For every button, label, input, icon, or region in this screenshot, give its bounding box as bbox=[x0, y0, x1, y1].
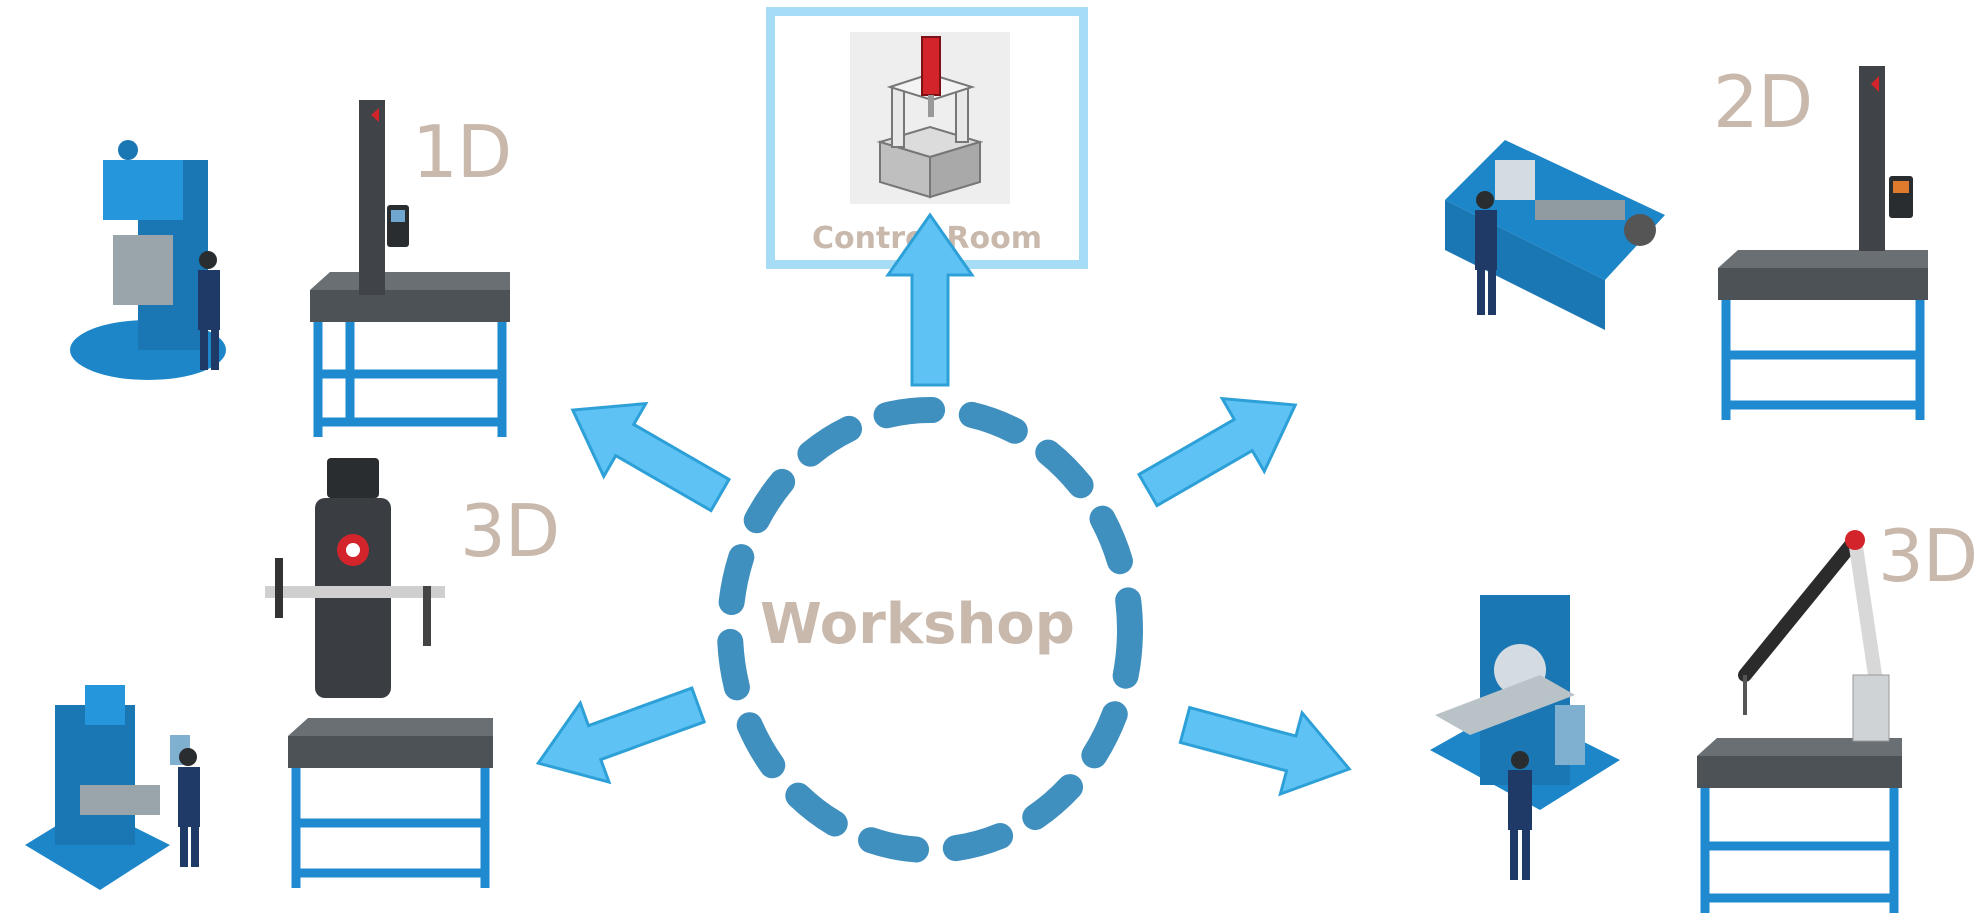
lathe-machine-icon bbox=[1445, 140, 1665, 330]
label-3d-right: 3D bbox=[1878, 514, 1978, 598]
milling-machine-icon bbox=[25, 685, 200, 890]
height-gauge-icon bbox=[359, 100, 409, 295]
label-3d-left: 3D bbox=[460, 489, 560, 573]
milling-machine-icon bbox=[1430, 595, 1620, 880]
control-room-box: Control Room bbox=[766, 7, 1088, 269]
granite-table-icon bbox=[1718, 250, 1928, 420]
measuring-arm-icon bbox=[1738, 530, 1890, 742]
worker-icon bbox=[178, 748, 200, 867]
worker-icon bbox=[1508, 751, 1532, 880]
worker-icon bbox=[198, 251, 220, 370]
height-gauge-icon bbox=[1859, 66, 1913, 251]
granite-table-icon bbox=[1697, 738, 1902, 913]
cmm-machine-icon bbox=[850, 32, 1010, 204]
label-2d: 2D bbox=[1713, 60, 1813, 144]
portable-cmm-icon bbox=[265, 458, 445, 698]
press-machine-icon bbox=[70, 140, 226, 380]
workshop-label: Workshop bbox=[760, 592, 1075, 657]
worker-icon bbox=[1475, 191, 1497, 315]
granite-table-icon bbox=[288, 718, 493, 888]
label-1d: 1D bbox=[412, 110, 512, 194]
